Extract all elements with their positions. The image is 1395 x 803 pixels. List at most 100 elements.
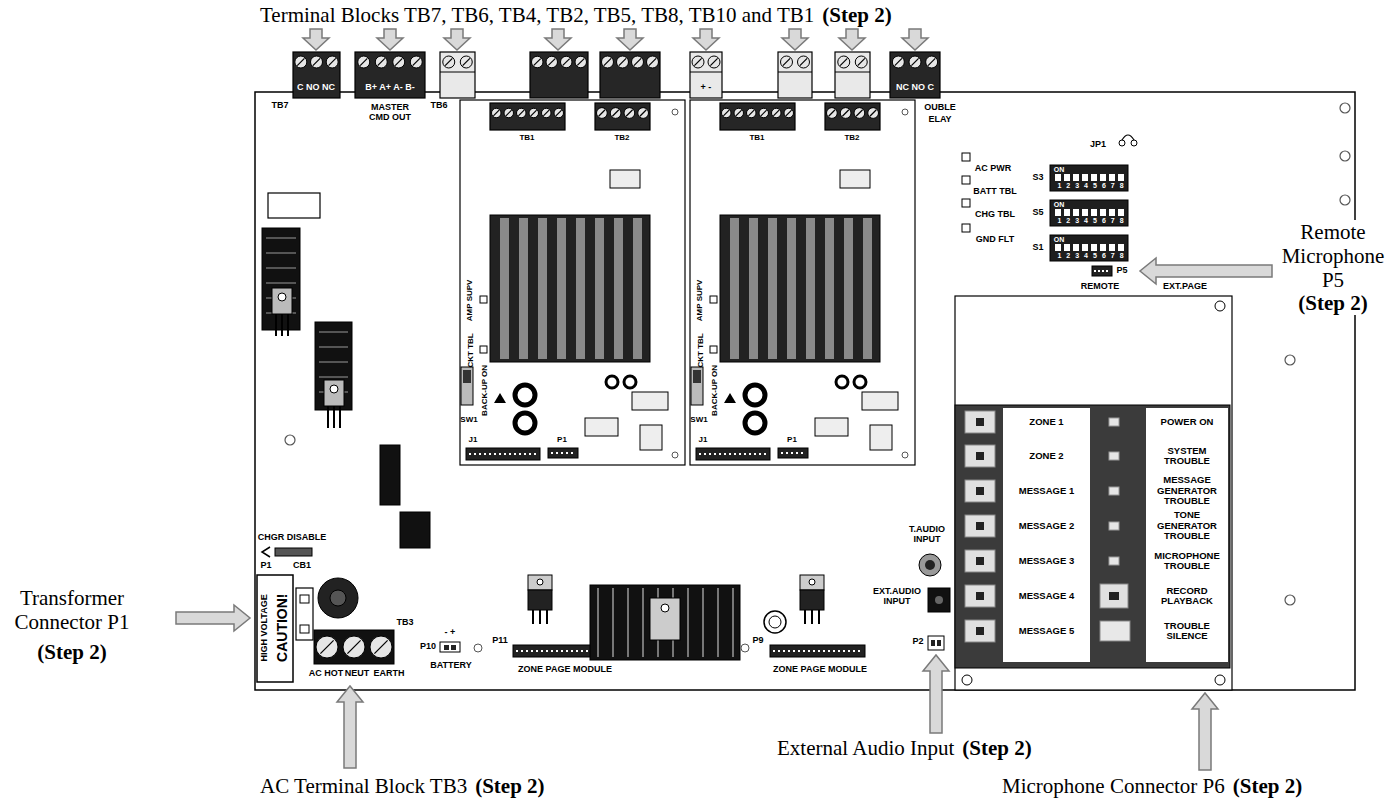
keypad-module-part: [1109, 487, 1119, 495]
key-label: ZONE 1: [1006, 417, 1087, 427]
terminal-block: [600, 52, 660, 98]
terminal-block-part: [640, 110, 646, 116]
board-label: AC HOT: [309, 669, 344, 679]
board-label: NC NO C: [896, 83, 934, 93]
board-label: - +: [445, 628, 456, 638]
terminal-block-part: [604, 58, 611, 65]
board-label: 12345678: [1057, 252, 1128, 260]
terminal-block-part: [410, 56, 422, 68]
power-components-part: [266, 252, 296, 254]
amplifier-board-part: [745, 385, 765, 405]
terminal-block-part: [378, 58, 385, 65]
status-and-switches: [962, 135, 1137, 276]
terminal-block-part: [575, 56, 587, 68]
terminal-block-part: [911, 58, 918, 65]
callout-arrow: [617, 29, 643, 50]
board-label: CHG TBL: [975, 210, 1015, 220]
regulator-part: [804, 610, 806, 624]
terminal-block-part: [358, 56, 370, 68]
amplifier-board-part: [699, 453, 767, 455]
board-label: P1: [260, 561, 271, 571]
terminal-block-part: [761, 110, 767, 116]
terminal-block-part: [748, 110, 754, 116]
status-and-switches-part: [1118, 209, 1124, 216]
terminal-block-part: [490, 103, 565, 130]
power-components-part: [287, 314, 289, 336]
amplifier-board-part: [595, 218, 604, 359]
terminal-block-part: [443, 56, 455, 68]
terminal-block-part: [784, 108, 794, 118]
terminal-block-part: [858, 58, 865, 65]
terminal-block-part: [577, 59, 584, 66]
power-components-part: [440, 642, 460, 652]
status-and-switches-part: [1109, 244, 1115, 251]
status-and-switches-part: [962, 224, 970, 232]
bottom-components-part: [474, 644, 482, 652]
board-label: EXT.AUDIO INPUT: [870, 587, 924, 607]
terminal-block-part: [542, 108, 552, 118]
terminal-block-part: [855, 56, 867, 68]
terminal-block-part: [440, 72, 475, 73]
terminal-block-part: [928, 58, 935, 65]
regulator-part: [539, 610, 541, 624]
amplifier-board-part: [815, 418, 848, 436]
status-and-switches-part: [1094, 270, 1110, 272]
terminal-block-part: [529, 108, 539, 118]
ac-terminal-block-part: [370, 636, 392, 658]
keypad-module-part: [976, 557, 984, 565]
ac-terminal-block-part: [374, 640, 387, 653]
amplifier-board-part: [710, 296, 717, 303]
terminal-block-part: [600, 52, 660, 98]
callout-arrow: [545, 29, 571, 50]
main-board: [255, 92, 1355, 690]
amplifier-board-part: [632, 392, 668, 410]
terminal-block-part: [926, 56, 938, 68]
status-and-switches-part: [1050, 235, 1128, 261]
terminal-block-part: [610, 108, 621, 119]
status-and-switches-part: [1055, 174, 1061, 181]
power-components-part: [278, 293, 286, 301]
amplifier-board-part: [806, 218, 815, 359]
status-and-switches-part: [1050, 165, 1128, 191]
terminal-block-part: [736, 110, 742, 116]
board-label: 12345678: [1057, 217, 1128, 225]
amplifier-board-part: [624, 376, 636, 388]
board-label: TB2: [844, 134, 859, 143]
terminal-block-part: [561, 56, 573, 68]
bottom-components-part: [937, 640, 941, 646]
keypad-module-part: [976, 522, 984, 530]
board-label: P2: [912, 637, 923, 647]
board-label: ELAY: [928, 115, 951, 125]
amplifier-board-part: [500, 218, 509, 359]
keypad-module-part: [965, 411, 995, 433]
amplifier-board-part: [778, 448, 808, 458]
board-label: TB3: [396, 618, 413, 628]
status-and-switches-part: [1100, 209, 1106, 216]
regulator: [800, 575, 824, 624]
bottom-components-part: [928, 636, 944, 650]
ac-terminal-block-part: [316, 636, 338, 658]
terminal-block-part: [463, 58, 470, 65]
callout-text: (Step 2): [820, 3, 893, 27]
key-label: ZONE 2: [1006, 451, 1087, 461]
bottom-components-part: [732, 588, 734, 657]
status-and-switches-part: [962, 199, 970, 207]
terminal-block-part: [692, 56, 704, 68]
terminal-block: [825, 103, 880, 130]
board-label: CKT TBL: [697, 333, 706, 367]
keypad-module-part: [1100, 584, 1128, 608]
terminal-block-part: [329, 58, 336, 65]
amplifier-board-part: [606, 376, 618, 388]
terminal-block-part: [829, 110, 835, 116]
board-label: CKT TBL: [467, 333, 476, 367]
amplifier-board-part: [557, 218, 566, 359]
terminal-block-part: [546, 56, 558, 68]
board-label: JP1: [1090, 140, 1106, 150]
amplifier-board-part: [490, 215, 650, 362]
terminal-block-part: [597, 108, 608, 119]
terminal-block-part: [617, 56, 629, 68]
callout-text: External Audio Input: [775, 736, 956, 760]
key-label: MESSAGE GENERATOR TROUBLE: [1149, 475, 1225, 506]
terminal-block-part: [493, 110, 499, 116]
